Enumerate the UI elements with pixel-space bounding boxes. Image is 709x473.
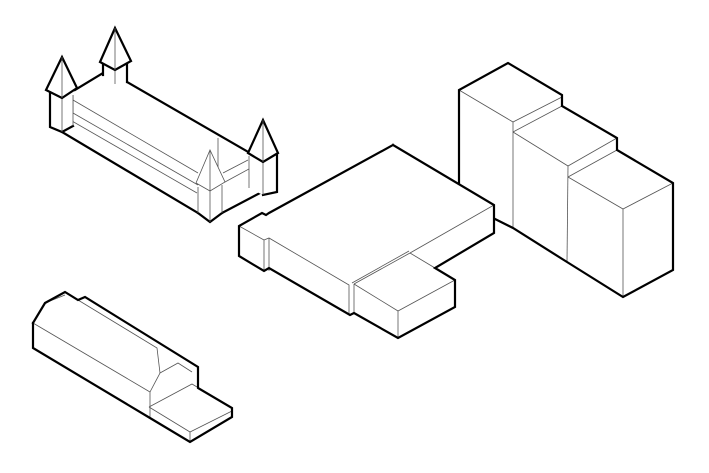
castle-tower-front-left	[44, 54, 79, 134]
castle-tower-back-right	[246, 117, 280, 197]
flat-block-building	[237, 143, 496, 340]
castle-building	[44, 25, 280, 224]
castle-tower-back-left	[98, 25, 133, 88]
long-house-building	[31, 290, 234, 444]
tall-stepped-building	[457, 61, 675, 299]
castle-tower-front-right	[195, 149, 226, 224]
